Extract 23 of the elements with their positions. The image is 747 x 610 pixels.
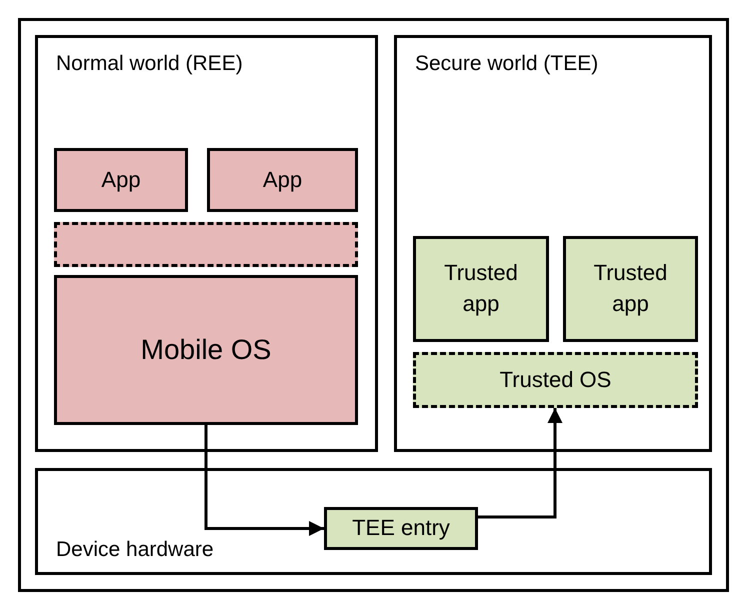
box-label: Mobile OS: [140, 333, 272, 368]
dashed-box: [54, 222, 358, 267]
entry-box: [324, 507, 478, 550]
panel-title: Secure world (TEE): [415, 52, 598, 76]
box-label: App: [101, 166, 141, 194]
trusted-app-box: [413, 236, 549, 342]
arrow: [478, 408, 562, 518]
panel-title: Normal world (REE): [56, 52, 243, 76]
app-box: [54, 148, 188, 212]
box-label: Trusted app: [443, 259, 519, 318]
app-box: [207, 148, 358, 212]
trusted-app-box: [563, 236, 698, 342]
hardware-panel: [35, 468, 712, 575]
box-label: Trusted OS: [500, 366, 612, 394]
world-panel: [35, 35, 378, 452]
box-label: App: [262, 166, 302, 194]
panel-title: Device hardware: [56, 538, 214, 562]
world-panel: [394, 35, 712, 452]
os-box: [413, 352, 698, 408]
box-label: TEE entry: [352, 514, 450, 542]
os-box: [54, 275, 358, 425]
box-label: Trusted app: [592, 259, 668, 318]
arrow: [204, 425, 324, 536]
